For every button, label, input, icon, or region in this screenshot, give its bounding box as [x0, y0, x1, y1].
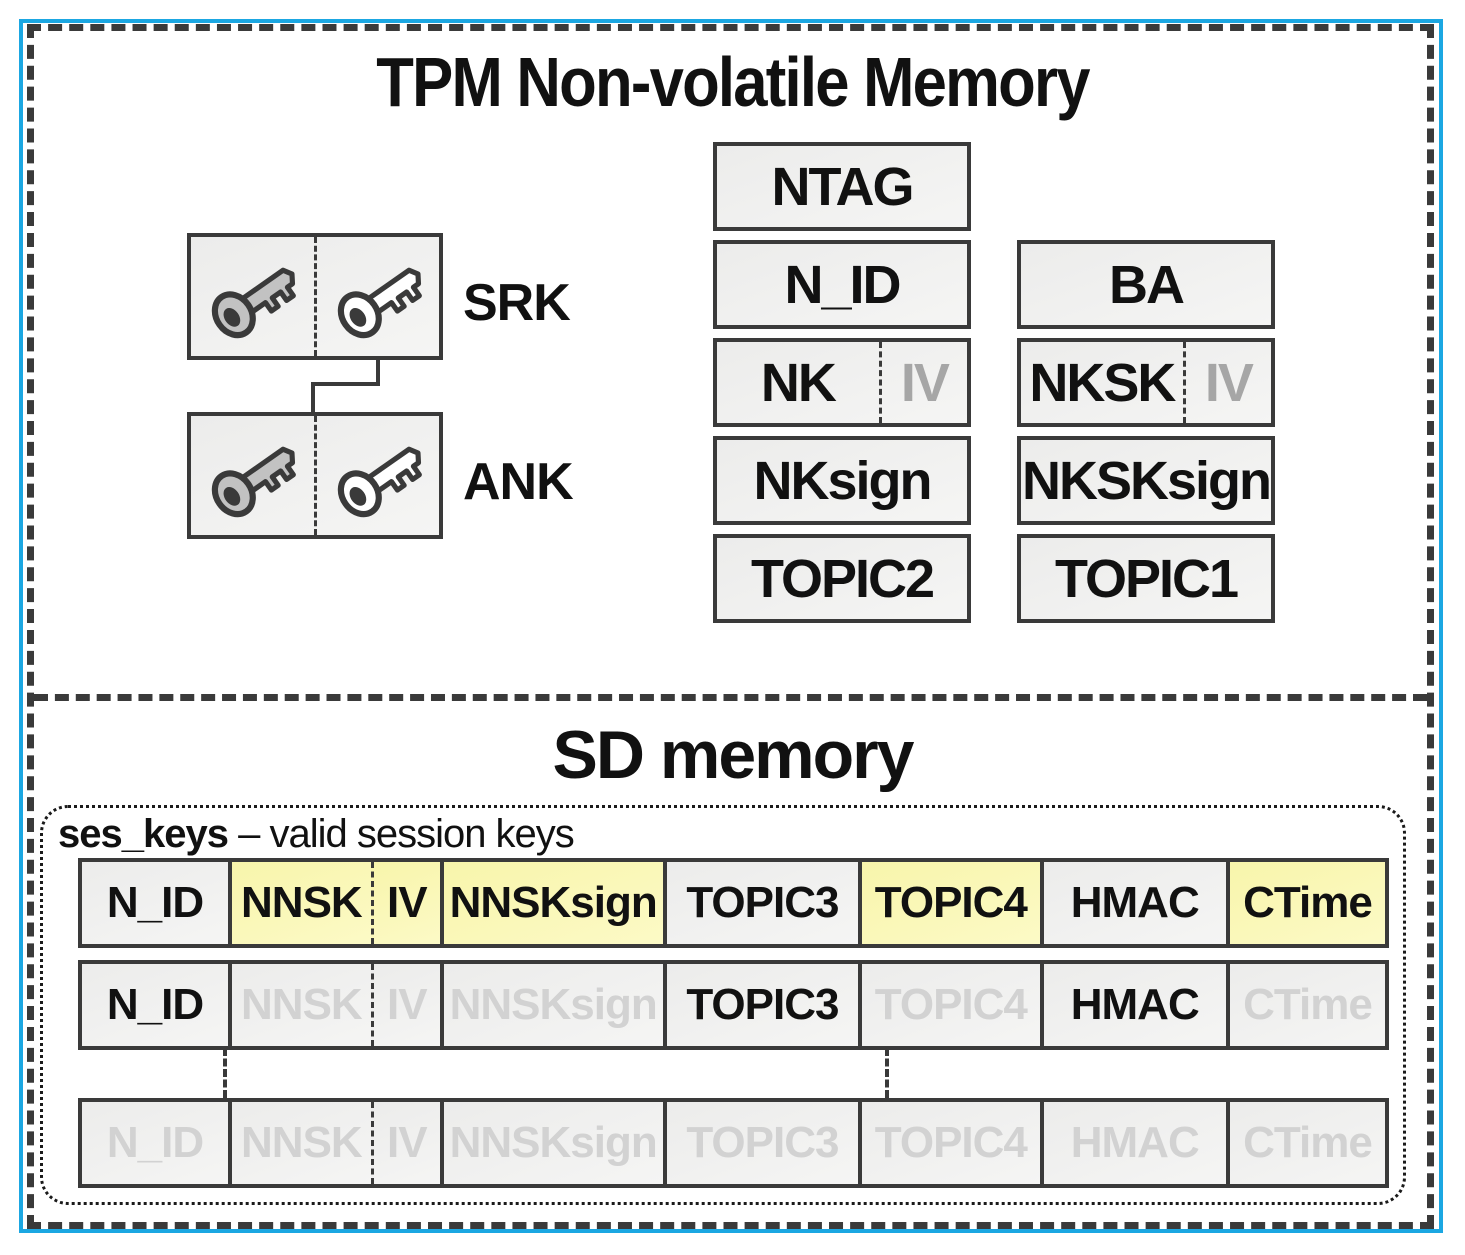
- srk-ank-connector-segment: [311, 384, 315, 412]
- tpm-box-ba-label: BA: [1109, 254, 1185, 315]
- tpm-box-topic1-label: TOPIC1: [1054, 548, 1239, 609]
- key-icon: [337, 446, 422, 517]
- sd-section-title: SD memory: [552, 717, 915, 793]
- outer-dashed-frame: [27, 24, 1434, 1229]
- ank-private-key-slot: [191, 416, 314, 535]
- srk-key-box: [187, 233, 443, 360]
- cell-iv: IV: [373, 964, 444, 1046]
- cell-topic3: TOPIC3: [666, 862, 863, 944]
- cell-n-id: N_ID: [82, 862, 232, 944]
- row-continuation-dashes: [885, 1048, 889, 1098]
- session-key-row-3: N_ID NNSK IV NNSKsign TOPIC3 TOPIC4 HMAC…: [78, 1098, 1389, 1188]
- tpm-box-nksk-iv: NKSK IV: [1017, 338, 1275, 427]
- tpm-box-topic2: TOPIC2: [713, 534, 971, 623]
- cell-n-id: N_ID: [82, 1102, 232, 1184]
- tpm-box-nksign: NKsign: [713, 436, 971, 525]
- cell-hmac: HMAC: [1043, 964, 1230, 1046]
- cell-iv: IV: [373, 1102, 444, 1184]
- cell-ctime: CTime: [1229, 862, 1385, 944]
- srk-ank-connector-segment: [311, 382, 380, 386]
- tpm-box-nk-iv: NK IV: [713, 338, 971, 427]
- cell-topic3: TOPIC3: [666, 964, 863, 1046]
- ses-keys-legend: ses_keys – valid session keys: [58, 812, 575, 857]
- session-key-row-2: N_ID NNSK IV NNSKsign TOPIC3 TOPIC4 HMAC…: [78, 960, 1389, 1050]
- tpm-box-n-id-label: N_ID: [784, 254, 901, 315]
- cell-ctime: CTime: [1229, 964, 1385, 1046]
- cell-ctime: CTime: [1229, 1102, 1385, 1184]
- ses-keys-legend-name: ses_keys: [58, 812, 229, 856]
- cell-nnsk: NNSK: [231, 862, 374, 944]
- outer-blue-frame: [19, 19, 1443, 1233]
- tpm-box-ntag-label: NTAG: [771, 156, 915, 217]
- tpm-box-ba: BA: [1017, 240, 1275, 329]
- cell-topic3: TOPIC3: [666, 1102, 863, 1184]
- tpm-box-nksksign-label: NKSKsign: [1021, 450, 1272, 511]
- ank-key-box: [187, 412, 443, 539]
- cell-n-id: N_ID: [82, 964, 232, 1046]
- tpm-box-nksign-label: NKsign: [753, 450, 933, 511]
- ses-keys-container: [40, 805, 1406, 1205]
- tpm-box-n-id: N_ID: [713, 240, 971, 329]
- row-continuation-dashes: [223, 1048, 227, 1098]
- cell-nnsk: NNSK: [231, 964, 374, 1046]
- cell-hmac: HMAC: [1043, 862, 1230, 944]
- cell-nnsksign: NNSKsign: [443, 964, 667, 1046]
- cell-topic4: TOPIC4: [862, 862, 1044, 944]
- tpm-box-nksk-label: NKSK: [1029, 352, 1176, 413]
- cell-iv: IV: [373, 862, 444, 944]
- tpm-box-ntag: NTAG: [713, 142, 971, 231]
- tpm-box-nksk-iv-label: IV: [1182, 342, 1271, 423]
- srk-label: SRK: [463, 274, 571, 332]
- cell-nnsksign: NNSKsign: [443, 862, 667, 944]
- tpm-section-title: TPM Non-volatile Memory: [376, 43, 1090, 121]
- key-icon: [212, 267, 297, 338]
- cell-topic4: TOPIC4: [862, 1102, 1044, 1184]
- ses-keys-legend-description: – valid session keys: [227, 812, 575, 856]
- srk-ank-connector-segment: [376, 358, 380, 386]
- ank-public-key-slot: [313, 416, 440, 535]
- cell-nnsk: NNSK: [231, 1102, 374, 1184]
- tpm-box-nk-label: NK: [760, 352, 837, 413]
- tpm-box-topic2-label: TOPIC2: [750, 548, 935, 609]
- tpm-box-topic1: TOPIC1: [1017, 534, 1275, 623]
- tpm-box-nksksign: NKSKsign: [1017, 436, 1275, 525]
- cell-topic4: TOPIC4: [862, 964, 1044, 1046]
- key-icon: [212, 446, 297, 517]
- key-icon: [337, 267, 422, 338]
- tpm-box-nk-iv-label: IV: [878, 342, 967, 423]
- session-key-row-1: N_ID NNSK IV NNSKsign TOPIC3 TOPIC4 HMAC…: [78, 858, 1389, 948]
- srk-public-key-slot: [313, 237, 440, 356]
- srk-private-key-slot: [191, 237, 314, 356]
- ank-label: ANK: [463, 453, 574, 511]
- section-divider-dashed-line: [34, 694, 1427, 701]
- cell-nnsksign: NNSKsign: [443, 1102, 667, 1184]
- cell-hmac: HMAC: [1043, 1102, 1230, 1184]
